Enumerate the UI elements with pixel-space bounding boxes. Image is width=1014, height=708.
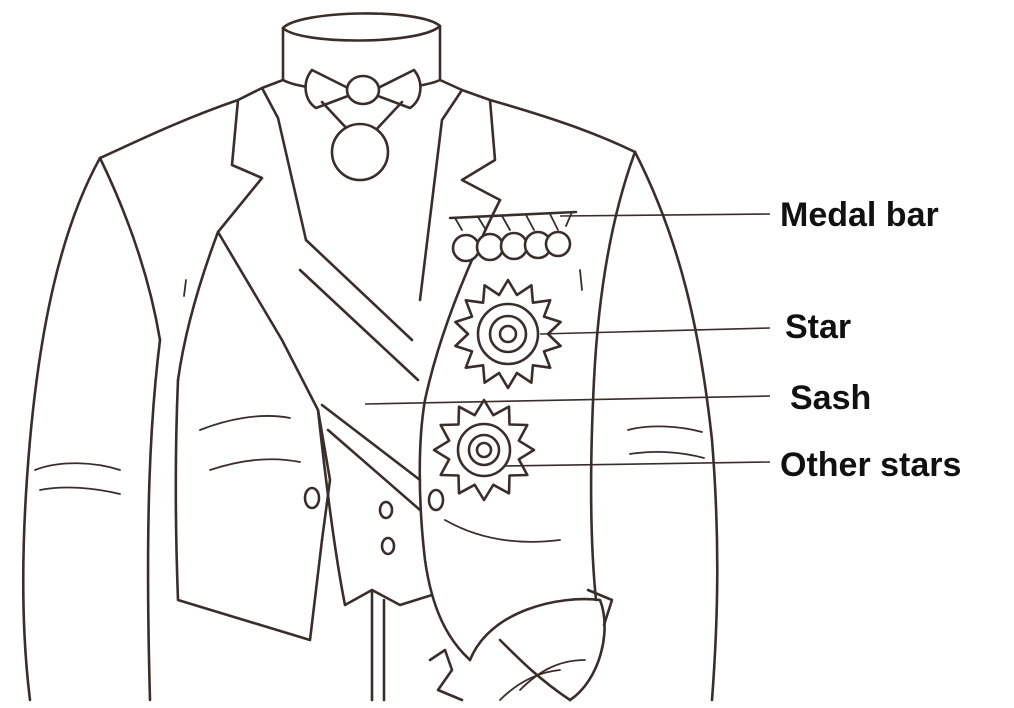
medal-bar-leader (560, 214, 770, 216)
star-label: Star (785, 310, 851, 344)
vest (300, 240, 432, 700)
star-leader (540, 328, 770, 334)
sash-label: Sash (790, 381, 871, 415)
other-stars-label: Other stars (780, 448, 961, 482)
medal-bar (450, 212, 576, 261)
neck-badge (322, 102, 402, 180)
other-stars-leader (505, 462, 770, 466)
jacket-left (23, 88, 330, 700)
other-star (434, 400, 534, 500)
jacket-right (420, 90, 718, 700)
medal-bar-label: Medal bar (780, 198, 939, 232)
shirt-front (262, 80, 462, 300)
